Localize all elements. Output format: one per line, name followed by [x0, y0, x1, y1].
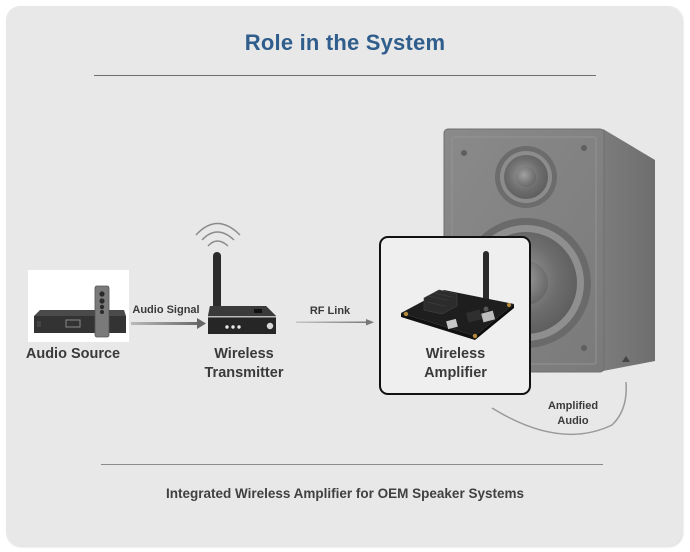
wireless-transmitter-icon: [195, 222, 276, 334]
wireless-transmitter-line2: Transmitter: [204, 365, 284, 381]
audio-source-label: Audio Source: [25, 346, 121, 362]
rf-link-label: RF Link: [309, 305, 351, 317]
wireless-transmitter-label: Wireless Transmitter: [194, 345, 294, 383]
footer-divider: [101, 464, 603, 465]
title-divider: [94, 75, 596, 76]
wireless-transmitter-line1: Wireless: [214, 346, 274, 362]
media-player-with-remote-icon: [34, 285, 126, 338]
amplified-audio-line1: Amplified: [547, 400, 599, 412]
diagram-title: Role in the System: [244, 30, 446, 55]
footer-caption: Integrated Wireless Amplifier for OEM Sp…: [165, 486, 524, 501]
amplified-audio-label: Amplified Audio: [533, 399, 613, 429]
wireless-amplifier-line1: Wireless: [425, 346, 486, 362]
amplifier-board-icon: [401, 251, 514, 340]
wifi-waves-icon: [195, 222, 241, 247]
wireless-amplifier-line2: Amplifier: [424, 365, 487, 381]
amplified-audio-line2: Audio: [557, 415, 589, 427]
wireless-amplifier-label: Wireless Amplifier: [379, 345, 532, 383]
audio-signal-label: Audio Signal: [132, 304, 200, 316]
